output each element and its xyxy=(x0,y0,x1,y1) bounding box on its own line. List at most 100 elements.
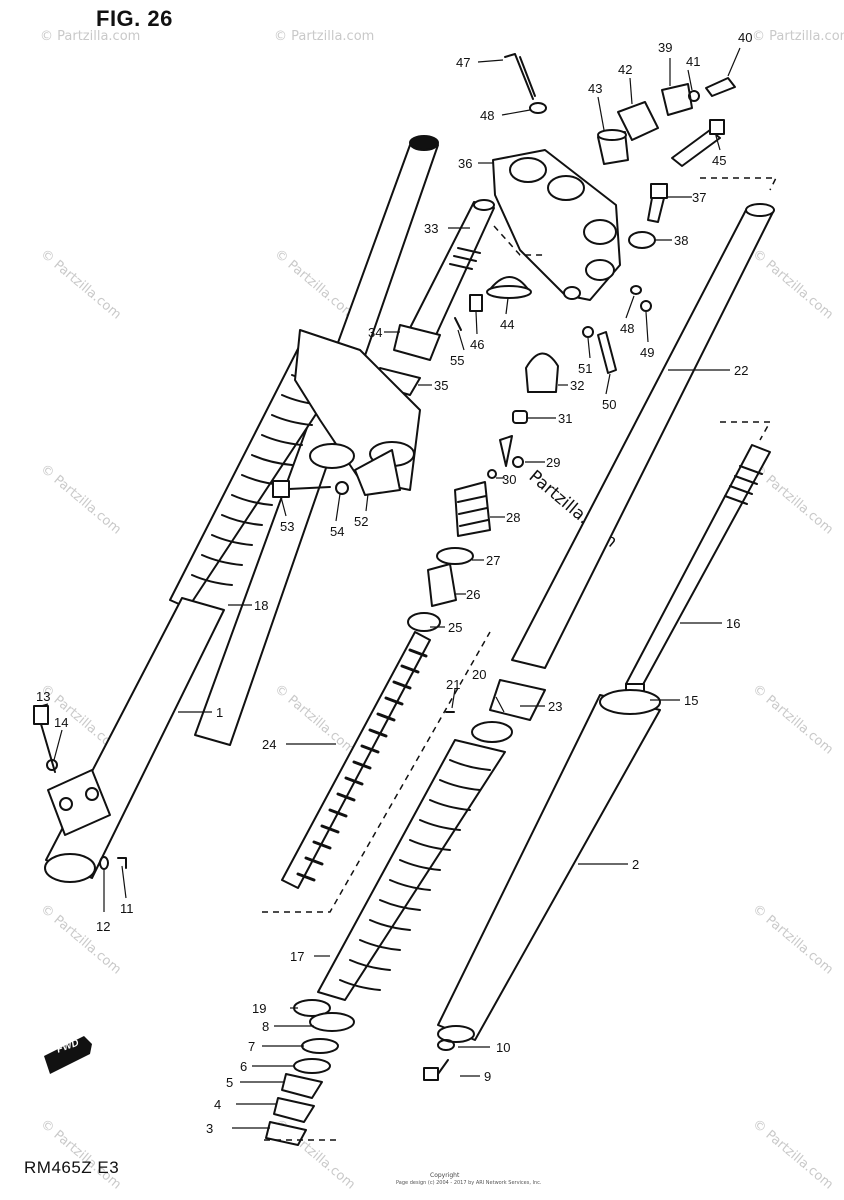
cap-43 xyxy=(597,129,629,165)
callout-49[interactable]: 49 xyxy=(640,345,654,360)
callout-32[interactable]: 32 xyxy=(570,378,584,393)
left-outer-tube xyxy=(194,135,439,746)
right-outer-tube-22 xyxy=(511,203,775,669)
bolt-9 xyxy=(423,1059,449,1081)
bolt-13 xyxy=(33,705,56,773)
watermark-text: © Partzilla.com xyxy=(752,29,844,44)
callout-54[interactable]: 54 xyxy=(330,524,344,539)
spring-24 xyxy=(281,631,431,889)
callout-8[interactable]: 8 xyxy=(262,1019,269,1034)
callout-13[interactable]: 13 xyxy=(36,689,50,704)
callout-15[interactable]: 15 xyxy=(684,693,698,708)
washer-48-right xyxy=(630,285,642,295)
clamp-52 xyxy=(354,449,401,496)
callout-16[interactable]: 16 xyxy=(726,616,740,631)
callout-18[interactable]: 18 xyxy=(254,598,268,613)
callout-48[interactable]: 48 xyxy=(480,108,494,123)
callout-40[interactable]: 40 xyxy=(738,30,752,45)
callout-52[interactable]: 52 xyxy=(354,514,368,529)
fwd-arrow-icon xyxy=(44,1036,92,1074)
plate-39 xyxy=(661,83,693,116)
callout-45[interactable]: 45 xyxy=(712,153,726,168)
callout-34[interactable]: 34 xyxy=(368,325,382,340)
callout-41[interactable]: 41 xyxy=(686,54,700,69)
watermark-text: © Partzilla.com xyxy=(37,1117,123,1193)
callout-29[interactable]: 29 xyxy=(546,455,560,470)
bolt-37 xyxy=(647,183,668,223)
assembly-outlines xyxy=(262,177,778,1141)
callout-4[interactable]: 4 xyxy=(214,1097,221,1112)
inner-tube-3 xyxy=(265,1121,307,1146)
damper-rod-16 xyxy=(625,444,771,691)
right-fork-boot-17 xyxy=(317,739,506,1001)
callout-27[interactable]: 27 xyxy=(486,553,500,568)
callout-24[interactable]: 24 xyxy=(262,737,276,752)
callout-6[interactable]: 6 xyxy=(240,1059,247,1074)
watermark-text: © Partzilla.com xyxy=(749,902,835,978)
bolt-45 xyxy=(671,119,725,167)
callout-11[interactable]: 11 xyxy=(120,901,134,916)
callout-22[interactable]: 22 xyxy=(734,363,748,378)
spacer-26 xyxy=(427,563,457,607)
callout-35[interactable]: 35 xyxy=(434,378,448,393)
valve-29 xyxy=(499,435,524,468)
figure-title: FIG. 26 xyxy=(96,6,173,31)
callout-14[interactable]: 14 xyxy=(54,715,68,730)
cap-44 xyxy=(486,276,532,299)
callout-2[interactable]: 2 xyxy=(632,857,639,872)
clip-7 xyxy=(301,1038,339,1054)
seal-23 xyxy=(489,679,546,721)
bolt-11 xyxy=(117,857,127,869)
callout-31[interactable]: 31 xyxy=(558,411,572,426)
watermark-text: © Partzilla.com xyxy=(40,29,140,44)
callout-19[interactable]: 19 xyxy=(252,1001,266,1016)
callout-39[interactable]: 39 xyxy=(658,40,672,55)
callout-33[interactable]: 33 xyxy=(424,221,438,236)
bolt-47 xyxy=(504,53,536,100)
valve-46 xyxy=(469,294,483,312)
leader-lines xyxy=(40,47,741,1129)
callout-50[interactable]: 50 xyxy=(602,397,616,412)
watermark-text: © Partzilla.com xyxy=(271,682,357,758)
inner-tube-33 xyxy=(409,199,495,336)
watermark-text: © Partzilla.com xyxy=(749,462,835,538)
callout-43[interactable]: 43 xyxy=(588,81,602,96)
bushing-4 xyxy=(273,1097,315,1123)
callout-55[interactable]: 55 xyxy=(450,353,464,368)
callout-labels: 1 2 3 4 5 6 7 8 9 10 11 12 13 14 15 16 1… xyxy=(36,30,752,1136)
callout-53[interactable]: 53 xyxy=(280,519,294,534)
top-bridge-36 xyxy=(492,149,621,301)
pin-55 xyxy=(454,317,462,331)
callout-5[interactable]: 5 xyxy=(226,1075,233,1090)
callout-9[interactable]: 9 xyxy=(484,1069,491,1084)
callout-7[interactable]: 7 xyxy=(248,1039,255,1054)
callout-28[interactable]: 28 xyxy=(506,510,520,525)
callout-23[interactable]: 23 xyxy=(548,699,562,714)
callout-3[interactable]: 3 xyxy=(206,1121,213,1136)
callout-51[interactable]: 51 xyxy=(578,361,592,376)
callout-17[interactable]: 17 xyxy=(290,949,304,964)
callout-20[interactable]: 20 xyxy=(472,667,486,682)
washer-54 xyxy=(335,481,349,495)
callout-30[interactable]: 30 xyxy=(502,472,516,487)
callout-46[interactable]: 46 xyxy=(470,337,484,352)
callout-26[interactable]: 26 xyxy=(466,587,480,602)
watermark-text: © Partzilla.com xyxy=(749,1117,835,1193)
callout-42[interactable]: 42 xyxy=(618,62,632,77)
callout-44[interactable]: 44 xyxy=(500,317,514,332)
callout-47[interactable]: 47 xyxy=(456,55,470,70)
callout-10[interactable]: 10 xyxy=(496,1040,510,1055)
callout-37[interactable]: 37 xyxy=(692,190,706,205)
oring-30 xyxy=(487,469,497,479)
callout-25[interactable]: 25 xyxy=(448,620,462,635)
callout-1[interactable]: 1 xyxy=(216,705,223,720)
washer-48 xyxy=(529,102,547,114)
copyright-line-1: Copyright xyxy=(430,1172,460,1179)
callout-36[interactable]: 36 xyxy=(458,156,472,171)
callout-12[interactable]: 12 xyxy=(96,919,110,934)
callout-48-right[interactable]: 48 xyxy=(620,321,634,336)
callout-21[interactable]: 21 xyxy=(446,677,460,692)
callout-38[interactable]: 38 xyxy=(674,233,688,248)
